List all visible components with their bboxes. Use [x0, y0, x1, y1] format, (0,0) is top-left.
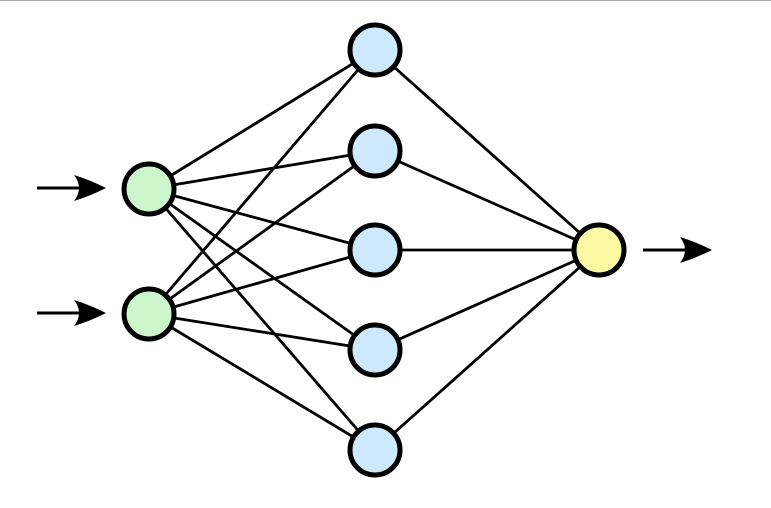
hidden-node-2 [347, 123, 403, 179]
edge-input-to-hidden [148, 312, 376, 352]
input-node-2 [121, 286, 177, 342]
border-layer [0, 0, 771, 1]
edge-hidden-to-output [374, 149, 600, 252]
input-arrow-1-head [74, 175, 106, 201]
input-node-1 [121, 161, 177, 217]
arrows-layer [37, 175, 712, 326]
input-arrow-2-head [74, 300, 106, 326]
edge-input-to-hidden [148, 48, 376, 191]
nodes-layer [121, 22, 627, 478]
hidden-node-4 [347, 322, 403, 378]
edge-input-to-hidden [148, 149, 376, 316]
edge-input-to-hidden [148, 149, 376, 191]
edge-input-to-hidden [148, 187, 376, 352]
edge-input-to-hidden [147, 188, 377, 451]
edge-hidden-to-output [374, 248, 600, 352]
hidden-node-5 [347, 422, 403, 478]
edge-input-to-hidden [148, 248, 376, 316]
edge-input-to-hidden [148, 312, 376, 452]
edge-input-to-hidden [148, 187, 376, 252]
top-border-line [0, 0, 771, 1]
edge-input-to-hidden [147, 49, 377, 315]
edge-hidden-to-output [374, 48, 600, 252]
edge-hidden-to-output [374, 248, 600, 452]
edges-layer [147, 48, 600, 452]
hidden-node-1 [347, 22, 403, 78]
output-node-1 [571, 222, 627, 278]
input-arrow-2 [37, 300, 106, 326]
hidden-node-3 [347, 222, 403, 278]
output-arrow [643, 237, 712, 263]
output-arrow-head [680, 237, 712, 263]
input-arrow-1 [37, 175, 106, 201]
